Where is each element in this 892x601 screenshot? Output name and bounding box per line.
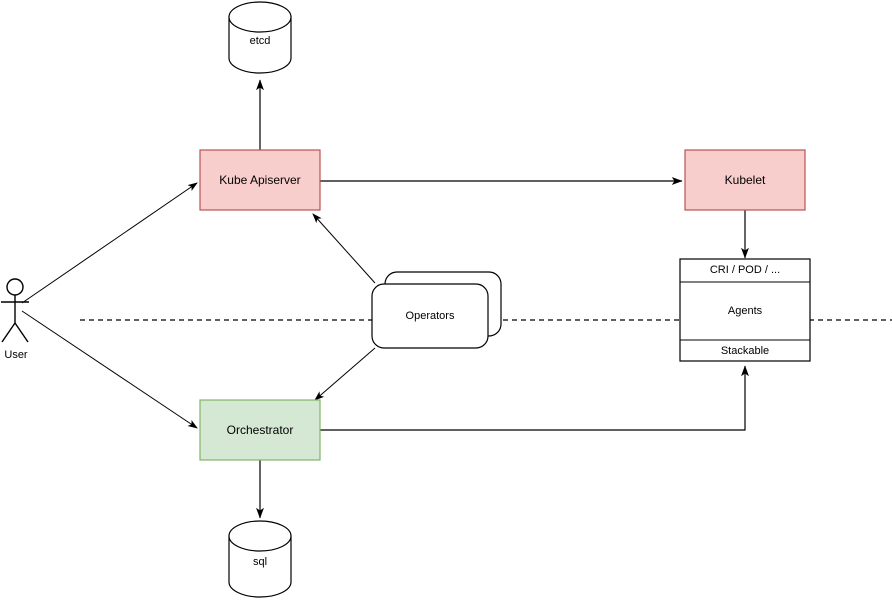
sql-cylinder-top [228,520,292,552]
edge-operators-to-orchestrator [314,347,376,401]
kube-apiserver-box [199,149,321,211]
node-kubelet[interactable]: Kubelet [684,149,806,211]
node-agents-stack[interactable]: CRI / POD / ... Agents Stackable [679,258,811,362]
etcd-cylinder-body [228,16,292,74]
agents-row-agents-label: Agents [728,305,763,317]
edge-user-to-apiserver [21,182,198,304]
edge-orchestrator-to-stackable [320,365,749,431]
node-user[interactable]: User [1,278,29,361]
operators-label: Operators [406,310,455,322]
node-sql[interactable]: sql [228,520,292,598]
agents-stack-outline [679,258,811,362]
node-etcd[interactable]: etcd [228,1,292,74]
orchestrator-box [199,399,321,461]
sql-label: sql [253,556,267,568]
user-head-icon [6,278,24,296]
kube-apiserver-label: Kube Apiserver [219,173,300,187]
kubelet-box [684,149,806,211]
user-leg-left-icon [1,322,16,343]
user-label: User [4,349,28,361]
edge-user-to-orchestrator [21,310,198,429]
node-operators[interactable]: Operators [371,271,502,349]
node-orchestrator[interactable]: Orchestrator [199,399,321,461]
sql-cylinder-body [228,535,292,598]
edge-operators-to-apiserver [312,213,376,284]
orchestrator-label: Orchestrator [227,423,294,437]
agents-row-stackable-label: Stackable [721,345,769,357]
user-leg-right-icon [14,322,29,343]
node-kube-apiserver[interactable]: Kube Apiserver [199,149,321,211]
etcd-cylinder-top [228,1,292,33]
agents-row-cri-label: CRI / POD / ... [710,264,780,276]
kubelet-label: Kubelet [725,173,766,187]
operators-box-front [371,283,489,349]
etcd-label: etcd [250,35,271,47]
